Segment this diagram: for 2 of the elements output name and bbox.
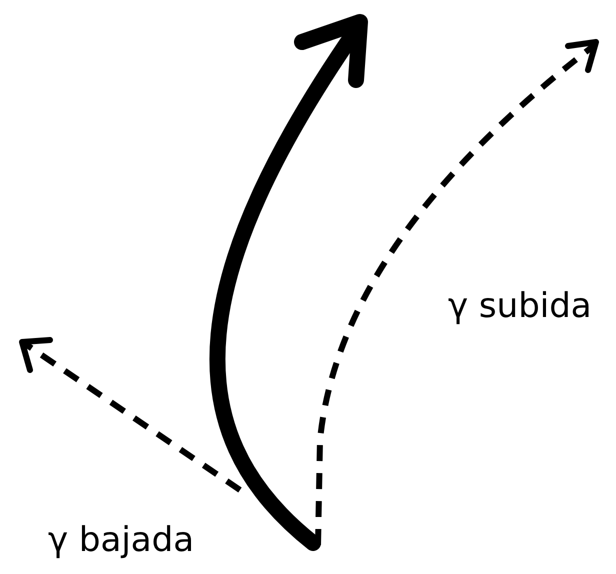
label-text: γ bajada [48,522,194,560]
label-text: γ subida [448,288,592,326]
